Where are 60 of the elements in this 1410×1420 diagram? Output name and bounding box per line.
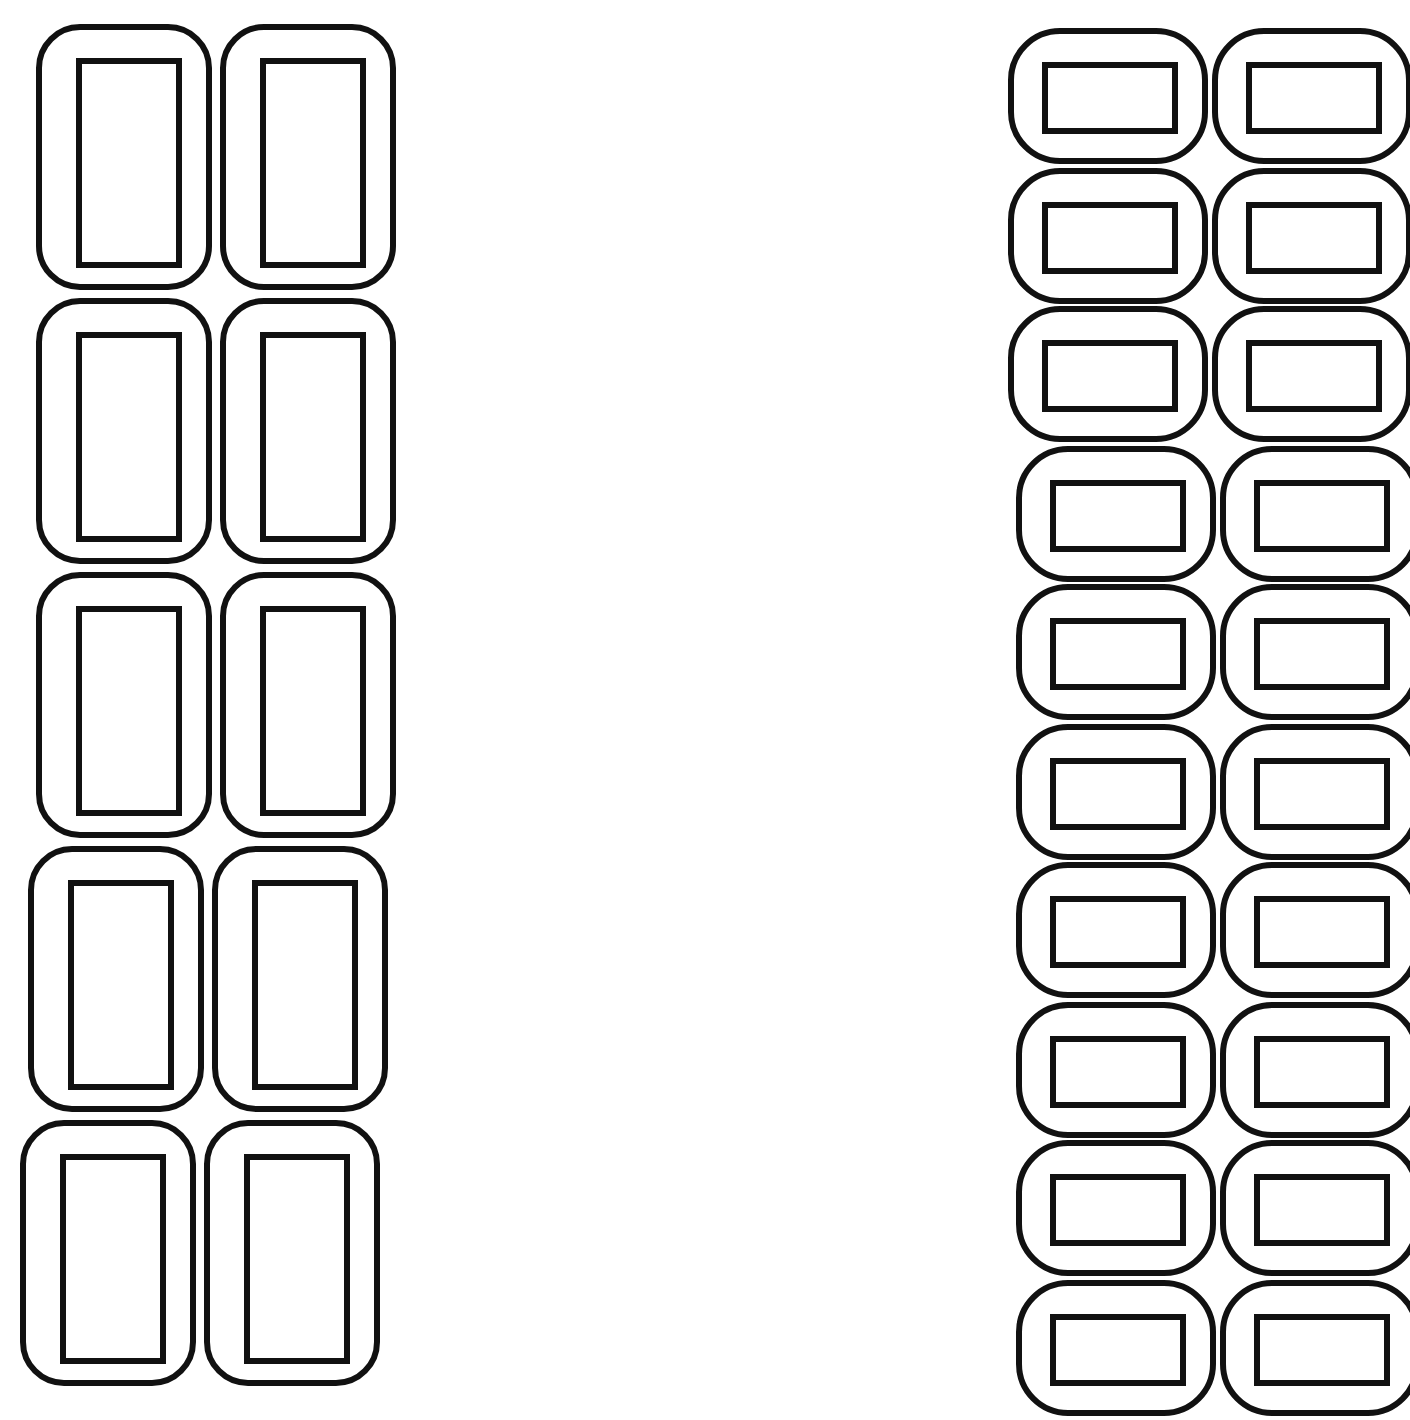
inner-frame bbox=[252, 880, 358, 1090]
rounded-frame bbox=[20, 1120, 196, 1386]
inner-frame bbox=[1254, 479, 1390, 551]
rounded-frame bbox=[1220, 1279, 1410, 1415]
rounded-frame bbox=[1016, 723, 1216, 859]
inner-frame bbox=[76, 332, 182, 542]
rounded-frame bbox=[1220, 584, 1410, 720]
rounded-frame bbox=[1016, 862, 1216, 998]
rounded-frame bbox=[204, 1120, 380, 1386]
inner-frame bbox=[1254, 896, 1390, 968]
inner-frame bbox=[1246, 201, 1382, 273]
rounded-frame bbox=[1212, 306, 1410, 442]
inner-frame bbox=[76, 606, 182, 816]
inner-frame bbox=[260, 606, 366, 816]
inner-frame bbox=[1042, 62, 1178, 134]
rounded-frame bbox=[1008, 167, 1208, 303]
inner-frame bbox=[60, 1154, 166, 1364]
rounded-frame bbox=[1016, 1001, 1216, 1137]
inner-frame bbox=[1254, 1035, 1390, 1107]
inner-frame bbox=[1254, 1313, 1390, 1385]
inner-frame bbox=[260, 332, 366, 542]
rounded-frame bbox=[36, 24, 212, 290]
rounded-frame bbox=[1008, 306, 1208, 442]
rounded-frame bbox=[1220, 723, 1410, 859]
rounded-frame bbox=[1016, 445, 1216, 581]
rounded-frame bbox=[1220, 445, 1410, 581]
inner-frame bbox=[1042, 201, 1178, 273]
inner-frame bbox=[1050, 896, 1186, 968]
inner-frame bbox=[1050, 1313, 1186, 1385]
inner-frame bbox=[1050, 479, 1186, 551]
inner-frame bbox=[244, 1154, 350, 1364]
rounded-frame bbox=[1016, 1140, 1216, 1276]
inner-frame bbox=[1050, 1035, 1186, 1107]
rounded-frame bbox=[1008, 28, 1208, 164]
inner-frame bbox=[1050, 757, 1186, 829]
rounded-frame bbox=[1016, 584, 1216, 720]
rounded-frame bbox=[220, 24, 396, 290]
inner-frame bbox=[68, 880, 174, 1090]
inner-frame bbox=[1254, 757, 1390, 829]
rounded-frame bbox=[1212, 28, 1410, 164]
rounded-frame bbox=[36, 572, 212, 838]
inner-frame bbox=[1050, 618, 1186, 690]
rounded-frame bbox=[220, 572, 396, 838]
rounded-frame bbox=[1220, 862, 1410, 998]
rounded-frame bbox=[1016, 1279, 1216, 1415]
rounded-frame bbox=[212, 846, 388, 1112]
inner-frame bbox=[1042, 340, 1178, 412]
inner-frame bbox=[1246, 340, 1382, 412]
inner-frame bbox=[1050, 1174, 1186, 1246]
rounded-frame bbox=[220, 298, 396, 564]
inner-frame bbox=[1254, 1174, 1390, 1246]
rounded-frame bbox=[28, 846, 204, 1112]
rounded-frame bbox=[1220, 1140, 1410, 1276]
inner-frame bbox=[260, 58, 366, 268]
inner-frame bbox=[1246, 62, 1382, 134]
rounded-frame bbox=[36, 298, 212, 564]
rounded-frame bbox=[1212, 167, 1410, 303]
inner-frame bbox=[76, 58, 182, 268]
rounded-frame bbox=[1220, 1001, 1410, 1137]
inner-frame bbox=[1254, 618, 1390, 690]
